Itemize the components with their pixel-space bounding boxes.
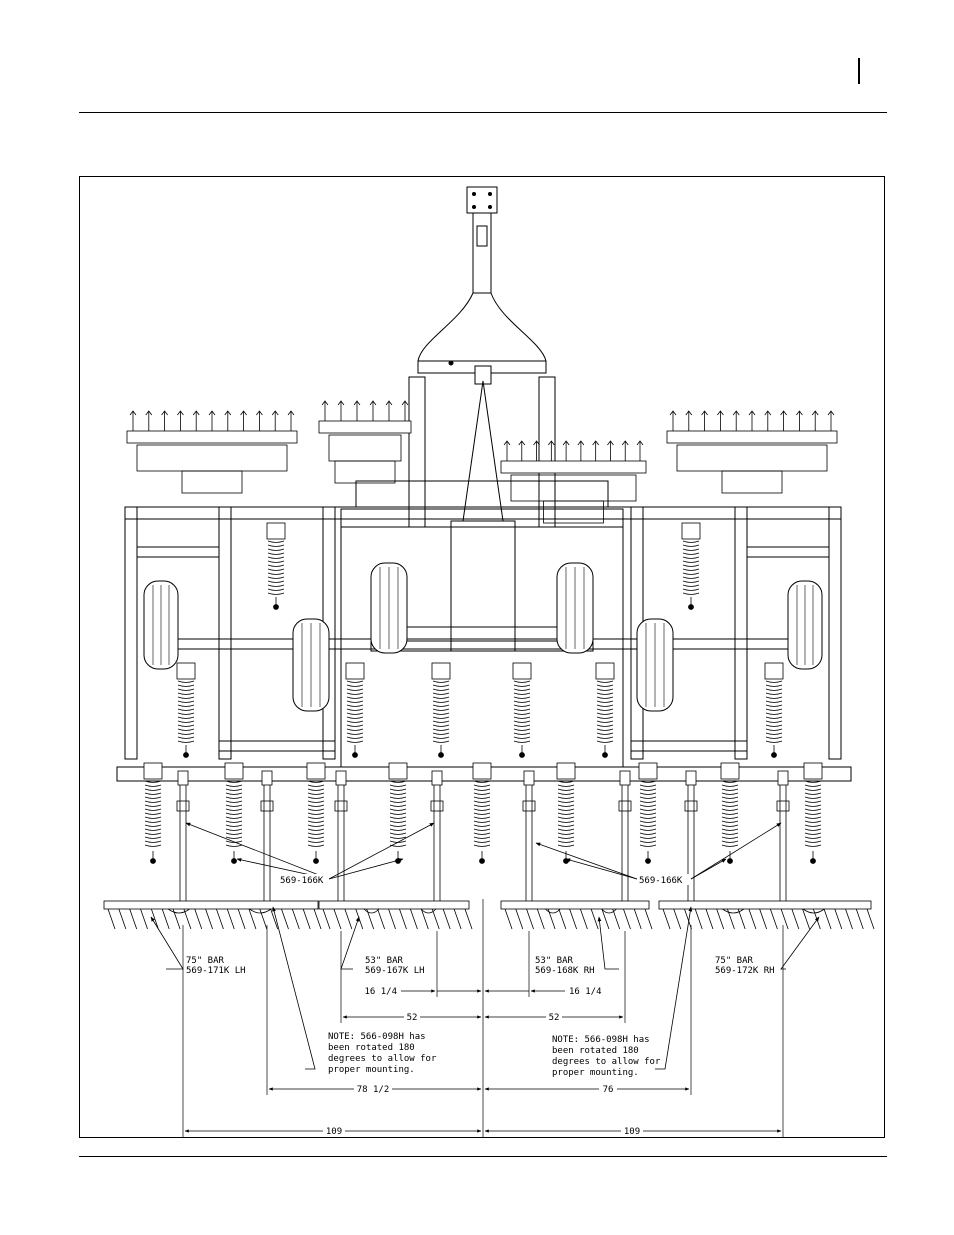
parts-diagram: 569-166K 569-166K 75" BAR 569-171K LH 53… [80,177,886,1139]
note-right-line-4: proper mounting. [552,1068,639,1078]
spring-assembly [639,763,657,864]
header-tab-mark [858,58,860,84]
spring-assembly [513,663,531,758]
shank-mount [335,771,347,903]
bar-rh-53-part: 569-168K RH [535,966,595,976]
bar-lh-75-part: 569-171K LH [186,966,246,976]
shank-mount [431,771,443,903]
shank-mount [523,771,535,903]
dim-outer-left: 78 1/2 [357,1085,390,1095]
note-left: NOTE: 566-098H has been rotated 180 degr… [328,1032,437,1075]
note-left-line-2: been rotated 180 [328,1043,415,1053]
spring-assembly [346,663,364,758]
spring-assembly [144,763,162,864]
shank-mount [777,771,789,903]
callout-labels: 569-166K 569-166K 75" BAR 569-171K LH 53… [186,874,775,976]
harrow-bar [104,901,321,929]
dim-inner-right: 16 1/4 [569,987,602,997]
callout-leaders [151,823,819,1069]
spring-assembly [267,523,285,610]
spring-assemblies [144,523,822,864]
spring-assembly [389,763,407,864]
spring-assembly [225,763,243,864]
note-left-line-3: degrees to allow for [328,1054,437,1064]
front-gang [127,411,297,493]
spring-assembly [804,763,822,864]
spring-assembly [596,663,614,758]
front-gangs [127,401,837,523]
spring-assembly [682,523,700,610]
harrow-bars [104,901,874,929]
spring-assembly [432,663,450,758]
bar-lh-53-size: 53" BAR [365,956,404,966]
bar-rh-75-size: 75" BAR [715,956,754,966]
bar-lh-53-part: 569-167K LH [365,966,425,976]
shank-mount [261,771,273,903]
diagram-frame: 569-166K 569-166K 75" BAR 569-171K LH 53… [79,176,885,1138]
note-right-line-3: degrees to allow for [552,1057,661,1067]
bar-lh-75-size: 75" BAR [186,956,225,966]
harrow-bar [319,901,472,929]
callout-part-right: 569-166K [639,876,683,886]
note-left-line-1: NOTE: 566-098H has [328,1032,426,1042]
wheels [144,563,822,711]
footer-rule [79,1156,887,1157]
dim-mid-right: 52 [549,1013,560,1023]
note-right-line-2: been rotated 180 [552,1046,639,1056]
spring-assembly [557,763,575,864]
header-rule [79,112,887,113]
shank-mount [619,771,631,903]
front-gang [501,441,646,523]
harrow-bar [501,901,652,929]
bar-rh-53-size: 53" BAR [535,956,574,966]
bar-rh-75-part: 569-172K RH [715,966,775,976]
dim-mid-left: 52 [407,1013,418,1023]
note-left-line-4: proper mounting. [328,1065,415,1075]
spring-assembly [177,663,195,758]
note-right-line-1: NOTE: 566-098H has [552,1035,650,1045]
spring-assembly [721,763,739,864]
wing-frames [125,507,841,759]
dimension-lines [183,899,783,1137]
spring-assembly [307,763,325,864]
front-gang [319,401,411,483]
callout-part-left: 569-166K [280,876,324,886]
front-gang [667,411,837,493]
note-right: NOTE: 566-098H has been rotated 180 degr… [552,1035,661,1078]
spring-assembly [765,663,783,758]
dim-full-left: 109 [326,1127,342,1137]
dim-outer-right: 76 [603,1085,614,1095]
hitch-tongue [418,187,546,384]
spring-assembly [473,763,491,864]
shank-mount [177,771,189,903]
dim-inner-left: 16 1/4 [364,987,397,997]
dim-full-right: 109 [624,1127,640,1137]
harrow-bar [659,901,874,929]
